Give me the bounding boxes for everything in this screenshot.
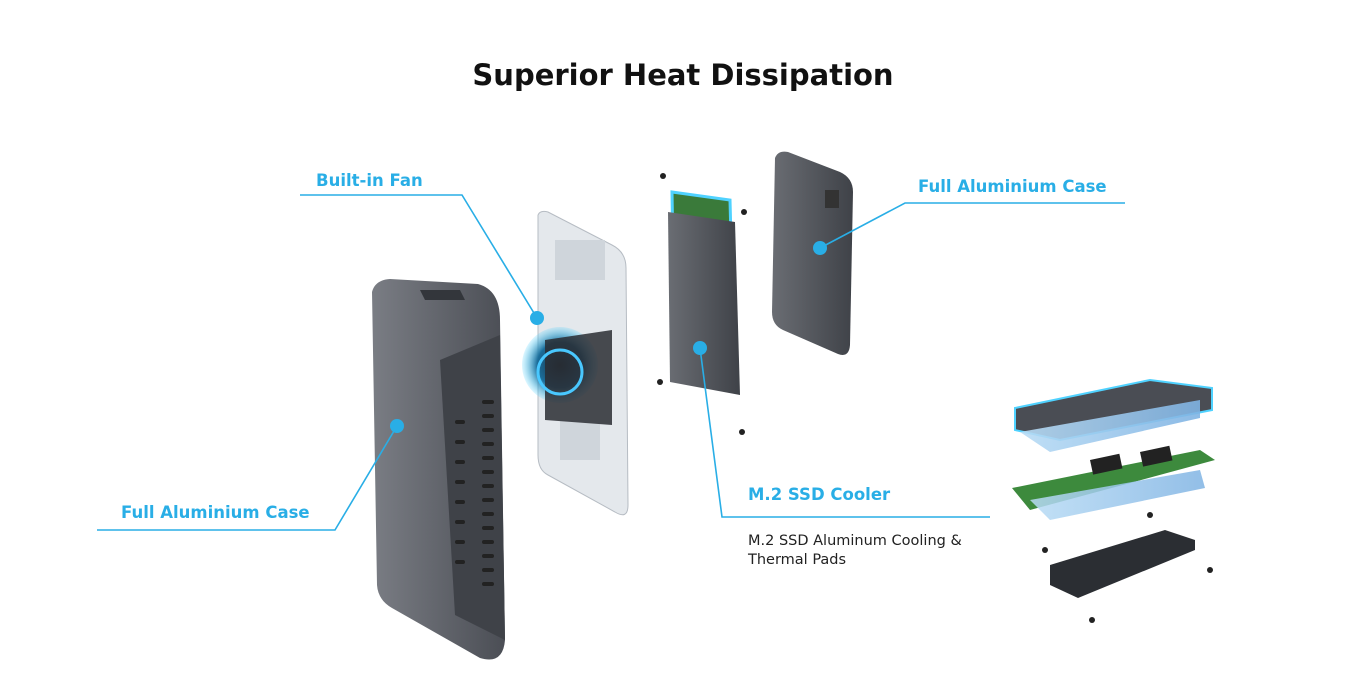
page-title: Superior Heat Dissipation: [472, 58, 894, 92]
cooler-description-line2: Thermal Pads: [748, 552, 847, 568]
label-case-left: Full Aluminium Case: [121, 503, 310, 522]
case-left-marker: [390, 419, 404, 433]
aluminium-case-main: [372, 279, 505, 660]
cooler-kit-exploded: [1012, 378, 1215, 623]
cooler-marker: [693, 341, 707, 355]
leader-lines: [97, 194, 1125, 531]
cooler-description-line1: M.2 SSD Aluminum Cooling &: [748, 533, 962, 549]
case-top-marker: [813, 241, 827, 255]
label-case-top: Full Aluminium Case: [918, 177, 1107, 196]
ssd-with-heatsink: [657, 173, 747, 435]
fan-marker: [530, 311, 544, 325]
label-ssd-cooler: M.2 SSD Cooler: [748, 485, 891, 504]
aluminium-case-back-plate: [772, 151, 853, 355]
transparent-board-with-fan: [522, 210, 629, 516]
cooler-description: M.2 SSD Aluminum Cooling & Thermal Pads: [748, 532, 962, 570]
label-built-in-fan: Built-in Fan: [316, 171, 423, 190]
